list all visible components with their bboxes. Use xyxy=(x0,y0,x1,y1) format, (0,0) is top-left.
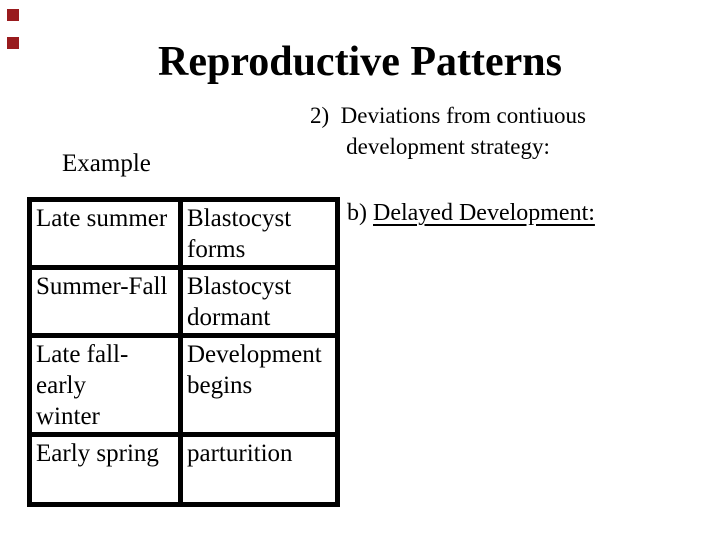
slide-title: Reproductive Patterns xyxy=(158,39,562,85)
season-cell: Late summer xyxy=(27,197,183,270)
sub-point-b-prefix: b) xyxy=(347,200,373,226)
table-row: Late fall-early winter Development begin… xyxy=(27,333,340,437)
event-cell: Development begins xyxy=(178,333,340,437)
event-cell: parturition xyxy=(178,432,340,507)
sub-point-b-underlined-text: Delayed Development: xyxy=(373,200,595,226)
numbered-point-line-1: 2) Deviations from contiuous xyxy=(310,103,586,128)
example-table: Late summer Blastocyst forms Summer-Fall… xyxy=(27,197,340,507)
season-cell: Summer-Fall xyxy=(27,265,183,338)
table-row: Summer-Fall Blastocyst dormant xyxy=(27,265,340,338)
sub-point-b: b) Delayed Development: xyxy=(347,198,595,228)
table-row: Early spring parturition xyxy=(27,432,340,507)
table-row: Late summer Blastocyst forms xyxy=(27,197,340,270)
decoration-square xyxy=(7,37,19,49)
event-cell: Blastocyst dormant xyxy=(178,265,340,338)
season-cell: Early spring xyxy=(27,432,183,507)
numbered-point-line-2: development strategy: xyxy=(346,134,550,159)
decoration-square xyxy=(7,9,19,21)
example-label: Example xyxy=(62,150,151,177)
event-cell: Blastocyst forms xyxy=(178,197,340,270)
numbered-point: 2) Deviations from contiuous development… xyxy=(297,100,599,162)
season-cell: Late fall-early winter xyxy=(27,333,183,437)
